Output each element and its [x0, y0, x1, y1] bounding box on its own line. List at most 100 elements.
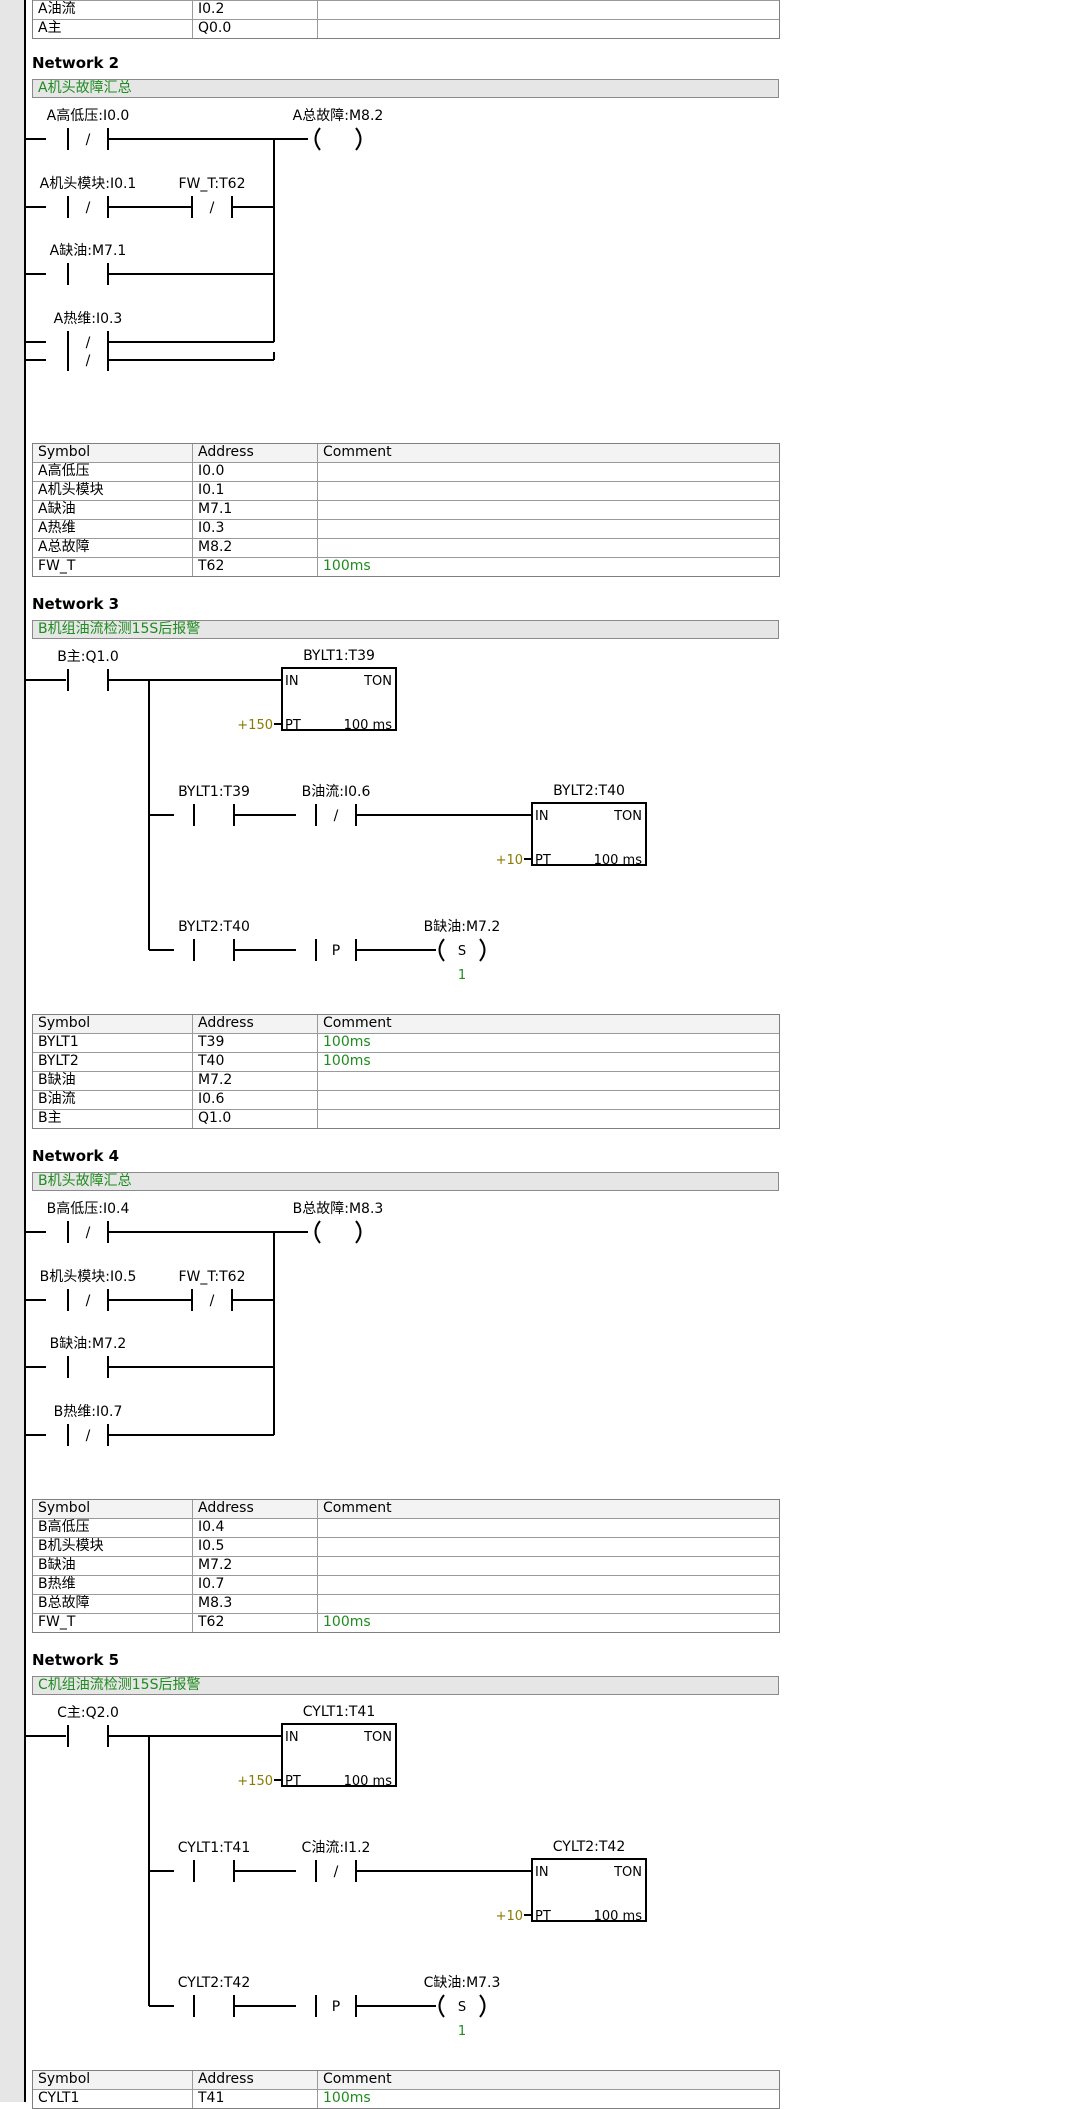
network-2-comment[interactable]: A机头故障汇总: [32, 79, 779, 98]
contact-label[interactable]: B热维:I0.7: [54, 1404, 123, 1420]
network-2-title[interactable]: Network 2: [32, 54, 120, 72]
contact-label[interactable]: BYLT2:T40: [178, 919, 250, 935]
coil-arc-left[interactable]: [314, 1220, 321, 1244]
cell-address: I0.2: [193, 1, 318, 19]
network-4-comment[interactable]: B机头故障汇总: [32, 1172, 779, 1191]
power-rail: [24, 0, 26, 2102]
coil-arc-left[interactable]: [438, 938, 445, 962]
contact-label[interactable]: B油流:I0.6: [302, 784, 371, 800]
timer-preset-value[interactable]: +10: [496, 853, 523, 868]
contact-label[interactable]: C主:Q2.0: [57, 1705, 119, 1721]
timer-preset-value[interactable]: +10: [496, 1909, 523, 1924]
header-comment[interactable]: Comment: [323, 1015, 392, 1031]
header-comment[interactable]: Comment: [323, 444, 392, 460]
coil-label[interactable]: C缺油:M7.3: [424, 1975, 501, 1991]
timer-type: TON: [613, 1865, 642, 1880]
contact-label[interactable]: B高低压:I0.4: [47, 1200, 130, 1217]
timer-preset-value[interactable]: +150: [237, 1774, 273, 1789]
contact-label[interactable]: A热维:I0.3: [54, 311, 123, 327]
cell-symbol: B主: [33, 1110, 193, 1128]
contact-label[interactable]: B缺油:M7.2: [50, 1336, 127, 1352]
cell-symbol: A总故障: [33, 539, 193, 557]
timer-label[interactable]: BYLT2:T40: [553, 783, 625, 799]
cell-symbol: B机头模块: [33, 1538, 193, 1556]
cell-address: I0.1: [193, 482, 318, 500]
network-5-comment[interactable]: C机组油流检测15S后报警: [32, 1676, 779, 1695]
timer-pt-pin: PT: [535, 1909, 551, 1924]
nc-contact-slash: /: [86, 1225, 91, 1241]
contact-label[interactable]: CYLT2:T42: [178, 1975, 251, 1991]
timer-box[interactable]: [281, 1723, 397, 1787]
cell-symbol: BYLT1: [33, 1034, 193, 1052]
network-5-title[interactable]: Network 5: [32, 1651, 120, 1669]
header-comment[interactable]: Comment: [323, 1500, 392, 1516]
header-symbol[interactable]: Symbol: [33, 444, 193, 462]
timer-label[interactable]: CYLT1:T41: [303, 1704, 376, 1720]
cell-symbol: A油流: [33, 1, 193, 19]
timer-box[interactable]: [281, 667, 397, 731]
header-address[interactable]: Address: [193, 444, 318, 462]
cell-address: Q1.0: [193, 1110, 318, 1128]
coil-label[interactable]: A总故障:M8.2: [293, 108, 384, 124]
coil-arc-right[interactable]: [355, 1220, 362, 1244]
coil-arc-right[interactable]: [479, 1994, 486, 2018]
coil-arc-left[interactable]: [314, 127, 321, 151]
contact-label[interactable]: B主:Q1.0: [57, 649, 119, 665]
cell-address: I0.0: [193, 463, 318, 481]
coil-label[interactable]: B总故障:M8.3: [293, 1201, 384, 1217]
coil-arc-right[interactable]: [479, 938, 486, 962]
contact-label[interactable]: FW_T:T62: [179, 176, 246, 192]
contact-label[interactable]: A高低压:I0.0: [47, 107, 130, 124]
header-symbol[interactable]: Symbol: [33, 1500, 193, 1518]
contact-label[interactable]: B机头模块:I0.5: [40, 1269, 137, 1285]
timer-box[interactable]: [531, 802, 647, 866]
cell-symbol: A主: [33, 20, 193, 38]
contact-label[interactable]: A缺油:M7.1: [50, 243, 127, 259]
header-symbol[interactable]: Symbol: [33, 1015, 193, 1033]
timer-label[interactable]: CYLT2:T42: [553, 1839, 626, 1855]
network-3-comment[interactable]: B机组油流检测15S后报警: [32, 620, 779, 639]
coil-label[interactable]: B缺油:M7.2: [424, 919, 501, 935]
coil-arc-right[interactable]: [355, 127, 362, 151]
contact-label[interactable]: FW_T:T62: [179, 1269, 246, 1285]
header-address[interactable]: Address: [193, 1500, 318, 1518]
network-3-title[interactable]: Network 3: [32, 595, 120, 613]
contact-label[interactable]: A机头模块:I0.1: [40, 176, 137, 192]
cell-address: M8.2: [193, 539, 318, 557]
contact-label[interactable]: CYLT1:T41: [178, 1840, 251, 1856]
timer-label[interactable]: BYLT1:T39: [303, 648, 375, 664]
network-4-title[interactable]: Network 4: [32, 1147, 120, 1165]
contact-label[interactable]: BYLT1:T39: [178, 784, 250, 800]
cell-address: M7.2: [193, 1072, 318, 1090]
coil-arc-left[interactable]: [438, 1994, 445, 2018]
timer-preset-value[interactable]: +150: [237, 718, 273, 733]
header-comment[interactable]: Comment: [323, 2071, 392, 2087]
timer-box[interactable]: [531, 1858, 647, 1922]
header-address[interactable]: Address: [193, 1015, 318, 1033]
contact-label[interactable]: C油流:I1.2: [302, 1840, 371, 1856]
header-symbol[interactable]: Symbol: [33, 2071, 193, 2089]
header-address[interactable]: Address: [193, 2071, 318, 2089]
positive-edge-glyph: P: [332, 1999, 340, 2015]
cell-address: I0.3: [193, 520, 318, 538]
